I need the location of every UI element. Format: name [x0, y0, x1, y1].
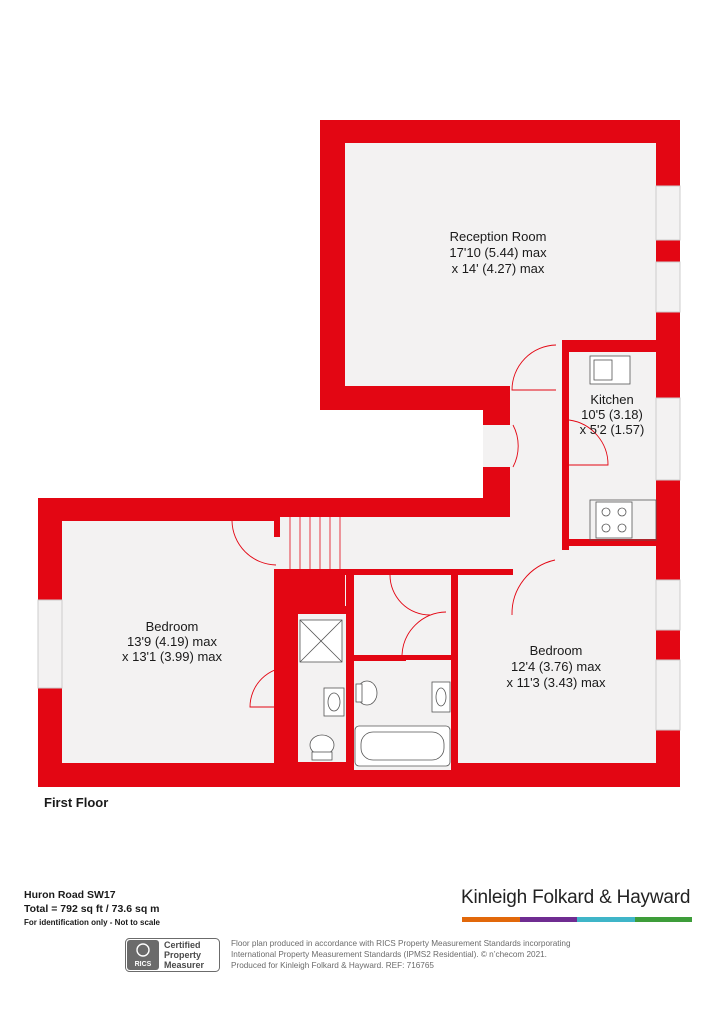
plan-note-line: Floor plan produced in accordance with R… [231, 939, 571, 948]
rics-label-line: Measurer [164, 960, 205, 970]
door-swing [249, 666, 291, 708]
window [655, 261, 681, 313]
kitchen-dim1: 10'5 (3.18) [581, 407, 643, 422]
kitchen-dim2: x 5'2 (1.57) [580, 422, 645, 437]
windows [37, 185, 681, 731]
door-swing [231, 520, 277, 566]
ensuite-top-wall [290, 606, 348, 614]
bedroom-left-dim2: x 13'1 (3.99) max [122, 649, 223, 664]
door-swing [512, 424, 519, 468]
hallway-floor [510, 345, 562, 575]
fixtures [299, 355, 657, 767]
bedroom-right-dim2: x 11'3 (3.43) max [506, 675, 606, 690]
brand-bar-segment [634, 917, 692, 922]
hallway-entry-floor [483, 425, 513, 467]
rics-badge: RICS [125, 938, 220, 972]
door-swing [511, 559, 556, 616]
brand-bar-segment [519, 917, 577, 922]
rics-label-line: Property [164, 950, 202, 960]
stairs [289, 517, 341, 569]
door-swing [401, 611, 447, 656]
kitchen-wall [562, 340, 569, 550]
corridor-floor [345, 575, 451, 655]
door-swing [568, 419, 609, 466]
floor-label: First Floor [44, 795, 109, 810]
brand-color-bar [462, 917, 692, 922]
brand-name: Kinleigh Folkard & Hayward [461, 887, 691, 908]
property-total-area: Total = 792 sq ft / 73.6 sq m [24, 903, 160, 915]
property-address: Huron Road SW17 [24, 889, 116, 901]
bath-wall-right [451, 569, 458, 770]
window [655, 185, 681, 241]
brand-bar-segment [577, 917, 635, 922]
reception-room-dim1: 17'10 (5.44) max [449, 245, 547, 260]
rics-label: Certified Property Measurer [164, 940, 204, 970]
plan-note-line: International Property Measurement Stand… [231, 950, 547, 959]
bedroom-right-dim1: 12'4 (3.76) max [511, 659, 601, 674]
door-swing [274, 576, 293, 603]
rics-logo [127, 940, 159, 970]
bedroom-right-floor [458, 546, 656, 763]
sink-bowl [593, 359, 613, 381]
kitchen-name: Kitchen [590, 392, 633, 407]
window [655, 579, 681, 631]
worktop [589, 499, 657, 541]
kitchen-top-wall [562, 340, 656, 352]
rics-label-line: Certified [164, 940, 201, 950]
doors [231, 344, 609, 708]
bedroom-left-name: Bedroom [146, 619, 199, 634]
window [655, 659, 681, 731]
property-info: Huron Road SW17 Total = 792 sq ft / 73.6… [24, 888, 160, 930]
corridor-wall-2 [433, 569, 513, 575]
reception-room-dim2: x 14' (4.27) max [452, 261, 545, 276]
door-swing [511, 344, 557, 391]
room-labels: Reception Room 17'10 (5.44) max x 14' (4… [122, 229, 644, 690]
window [655, 397, 681, 481]
hob-icon [595, 501, 633, 539]
corridor-wall [274, 569, 388, 575]
bath-top-wall [346, 655, 406, 661]
reception-room-name: Reception Room [450, 229, 547, 244]
ensuite-wall [290, 606, 298, 763]
plan-notes: Floor plan produced in accordance with R… [231, 938, 591, 971]
brand-bar-segment [462, 917, 520, 922]
bedroom-right-name: Bedroom [530, 643, 583, 658]
property-disclaimer: For identification only - Not to scale [24, 918, 161, 927]
plan-note-line: Produced for Kinleigh Folkard & Hayward.… [231, 961, 434, 970]
rics-logo-text: RICS [135, 961, 152, 968]
door-swing [389, 574, 431, 616]
window [37, 599, 63, 689]
floor-plan: Reception Room 17'10 (5.44) max x 14' (4… [37, 120, 681, 787]
bedroom-left-dim1: 13'9 (4.19) max [127, 634, 217, 649]
landing-left-wall [274, 517, 280, 537]
bath-wall-left [346, 569, 354, 770]
